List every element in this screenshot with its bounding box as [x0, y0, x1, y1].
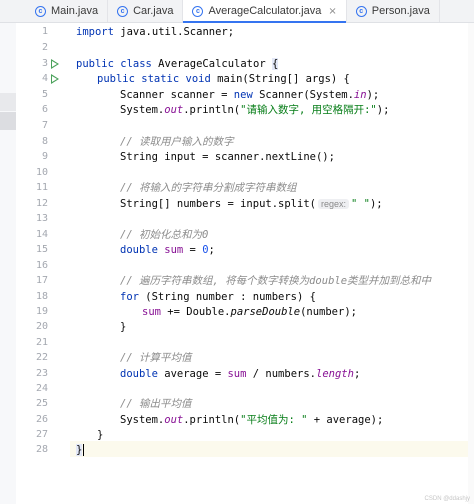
code-line-1: import java.util.Scanner; — [76, 26, 235, 38]
line-number: 28 — [35, 444, 48, 455]
left-tool-strip — [0, 23, 16, 504]
line-number: 24 — [35, 383, 48, 394]
java-class-icon: c — [355, 5, 367, 17]
java-class-icon: c — [192, 5, 204, 17]
tab-car-java[interactable]: c Car.java — [108, 0, 184, 22]
line-number: 7 — [41, 120, 48, 131]
tab-person-java[interactable]: c Person.java — [347, 0, 440, 22]
line-number: 23 — [35, 368, 48, 379]
code-line-9: String input = scanner.nextLine(); — [120, 151, 335, 163]
code-line-26: System.out.println("平均值为: " + average); — [120, 414, 384, 426]
watermark: CSDN @ddashjy — [424, 496, 470, 502]
tool-strip-button-active[interactable] — [0, 112, 16, 130]
code-line-12: String[] numbers = input.split(regex:" "… — [120, 198, 383, 210]
line-number: 8 — [41, 136, 48, 147]
line-number: 25 — [35, 398, 48, 409]
run-class-icon[interactable] — [51, 59, 59, 69]
code-line-22: // 计算平均值 — [120, 352, 192, 364]
code-line-27: } — [97, 429, 104, 441]
line-number: 21 — [35, 337, 48, 348]
line-number: 9 — [41, 151, 48, 162]
tab-main-java[interactable]: c Main.java — [26, 0, 109, 22]
editor-gutter — [16, 23, 70, 504]
line-number: 20 — [35, 321, 48, 332]
code-line-23: double average = sum / numbers.length; — [120, 368, 361, 380]
code-line-28: } — [76, 444, 85, 456]
code-line-5: Scanner scanner = new Scanner(System.in)… — [120, 89, 380, 101]
current-line-highlight — [70, 441, 474, 457]
tab-averagecalculator-java[interactable]: c AverageCalculator.java × — [183, 0, 347, 23]
code-line-6: System.out.println("请输入数字, 用空格隔开:"); — [120, 104, 390, 116]
code-line-17: // 遍历字符串数组, 将每个数字转换为double类型并加到总和中 — [120, 275, 432, 287]
tab-bar-lead — [0, 0, 26, 22]
java-class-icon: c — [35, 5, 46, 17]
line-number: 10 — [35, 167, 48, 178]
code-line-15: double sum = 0; — [120, 244, 215, 256]
line-number: 17 — [35, 275, 48, 286]
code-line-3: public class AverageCalculator { — [76, 58, 279, 70]
parameter-hint: regex: — [317, 199, 349, 209]
editor-scrollbar[interactable] — [468, 23, 474, 504]
editor-tab-bar: c Main.java c Car.java c AverageCalculat… — [0, 0, 474, 23]
line-number: 16 — [35, 260, 48, 271]
java-class-icon: c — [117, 5, 129, 17]
close-icon[interactable]: × — [328, 5, 337, 17]
line-number: 6 — [41, 104, 48, 115]
line-number: 1 — [41, 26, 48, 37]
line-number: 13 — [35, 213, 48, 224]
line-number: 3 — [41, 58, 48, 69]
code-line-14: // 初始化总和为0 — [120, 229, 209, 241]
line-number: 14 — [35, 229, 48, 240]
code-line-11: // 将输入的字符串分割成字符串数组 — [120, 182, 297, 194]
code-line-4: public static void main(String[] args) { — [97, 73, 350, 85]
text-caret — [83, 444, 85, 456]
code-line-25: // 输出平均值 — [120, 398, 192, 410]
line-number: 22 — [35, 352, 48, 363]
line-number: 5 — [41, 89, 48, 100]
line-number: 27 — [35, 429, 48, 440]
line-number: 12 — [35, 198, 48, 209]
tab-label: Car.java — [133, 5, 174, 17]
code-line-20: } — [120, 321, 127, 333]
code-line-18: for (String number : numbers) { — [120, 291, 316, 303]
line-number: 4 — [41, 73, 48, 84]
tab-label: AverageCalculator.java — [208, 5, 322, 17]
line-number: 18 — [35, 291, 48, 302]
tool-strip-button[interactable] — [0, 93, 16, 111]
run-main-icon[interactable] — [51, 74, 59, 84]
tab-label: Person.java — [371, 5, 430, 17]
line-number: 15 — [35, 244, 48, 255]
line-number: 26 — [35, 414, 48, 425]
code-line-8: // 读取用户输入的数字 — [120, 136, 234, 148]
line-number: 2 — [41, 42, 48, 53]
tab-label: Main.java — [51, 5, 99, 17]
line-number: 11 — [35, 182, 48, 193]
code-line-19: sum += Double.parseDouble(number); — [142, 306, 357, 318]
line-number: 19 — [35, 306, 48, 317]
